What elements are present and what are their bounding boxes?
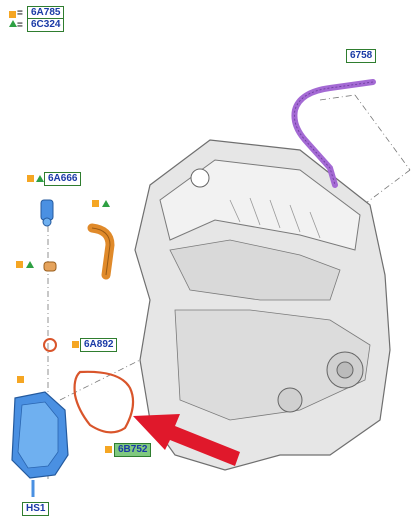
connector-ring: [43, 261, 57, 272]
square-marker-icon: [16, 261, 23, 268]
triangle-marker-icon: [26, 261, 34, 268]
legend-triangle-item: 6C324: [27, 18, 65, 32]
callout-o-ring: 6A892: [80, 338, 118, 352]
callout-oil-separator-fitting: 6A666: [44, 172, 82, 186]
square-marker-icon: [17, 376, 24, 383]
square-marker-icon: [105, 446, 112, 453]
legend-equals: =: [17, 8, 23, 19]
square-marker-icon: [27, 175, 34, 182]
engine-block: [134, 139, 391, 471]
triangle-marker-icon: [9, 20, 17, 27]
gasket: [73, 370, 135, 434]
o-ring: [43, 338, 57, 352]
square-marker-icon: [72, 341, 79, 348]
callout-gasket: 6B752: [114, 443, 152, 457]
square-marker-icon: [92, 200, 99, 207]
oil-separator-fitting: [40, 199, 54, 227]
square-marker-icon: [9, 11, 16, 18]
red-arrow: [133, 414, 240, 466]
triangle-marker-icon: [36, 175, 44, 182]
callout-heat-shield: HS1: [22, 502, 50, 516]
triangle-marker-icon: [102, 200, 110, 207]
callout-breather-hose: 6758: [346, 49, 377, 63]
legend-equals-2: =: [17, 20, 23, 31]
